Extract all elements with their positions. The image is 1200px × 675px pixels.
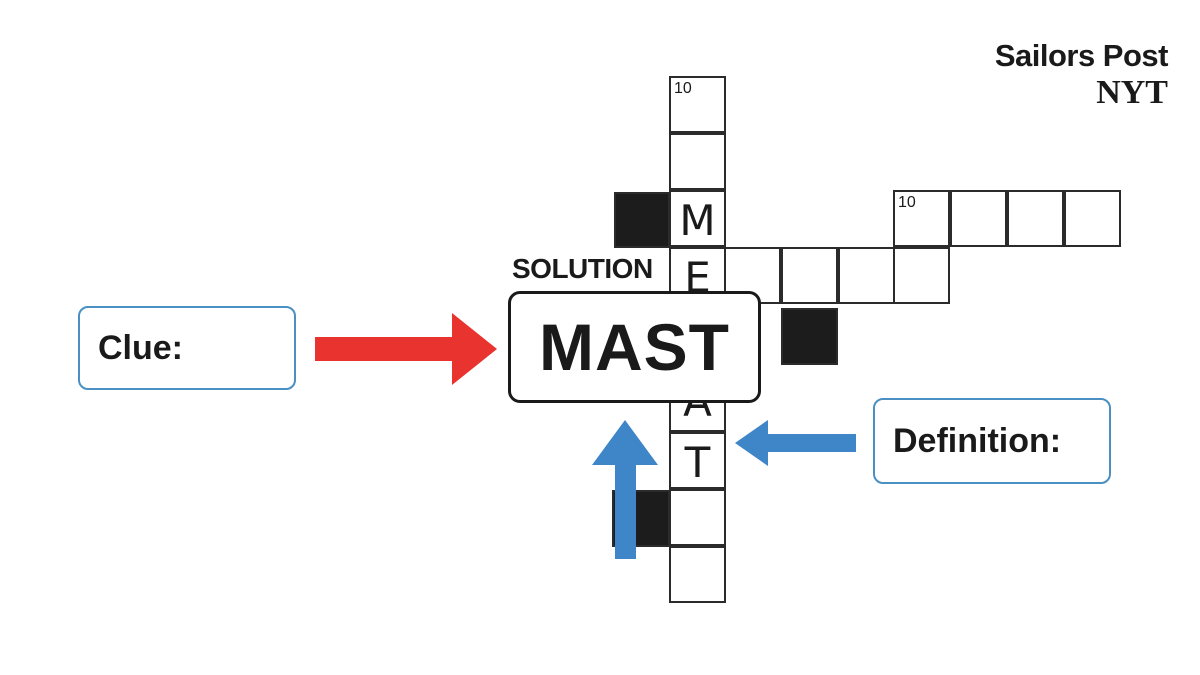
grid-cell-h2 — [781, 247, 838, 304]
arrow-right-icon — [315, 313, 497, 385]
clue-label: Clue: — [98, 328, 183, 367]
brand-subtitle: NYT — [1096, 74, 1168, 111]
grid-cell-r4 — [1064, 190, 1121, 247]
grid-cell-r1: 10 — [893, 190, 950, 247]
grid-letter-m: M — [679, 196, 716, 245]
grid-cell-v1: 10 — [669, 76, 726, 133]
arrow-left-icon — [735, 420, 856, 466]
solution-box: MAST — [508, 291, 761, 403]
grid-cell-v9 — [669, 546, 726, 603]
grid-black-cell — [612, 490, 670, 547]
grid-black-cell — [614, 192, 670, 248]
grid-cell-v3: M — [669, 190, 726, 247]
brand-title: Sailors Post — [994, 38, 1169, 73]
grid-cell-v7: T — [669, 432, 726, 489]
grid-letter-t: T — [684, 438, 711, 487]
clue-box: Clue: — [78, 306, 296, 390]
grid-number: 10 — [674, 80, 692, 97]
solution-label: SOLUTION — [512, 253, 653, 284]
grid-number: 10 — [898, 194, 916, 211]
grid-cell-v8 — [669, 489, 726, 546]
grid-cell-h3 — [838, 247, 895, 304]
grid-cell-r3 — [1007, 190, 1064, 247]
grid-black-cell — [781, 308, 838, 365]
definition-label: Definition: — [893, 421, 1062, 460]
solution-word: MAST — [539, 310, 730, 384]
grid-cell-h4 — [893, 247, 950, 304]
definition-box: Definition: — [873, 398, 1111, 484]
grid-cell-r2 — [950, 190, 1007, 247]
grid-cell-v2 — [669, 133, 726, 190]
